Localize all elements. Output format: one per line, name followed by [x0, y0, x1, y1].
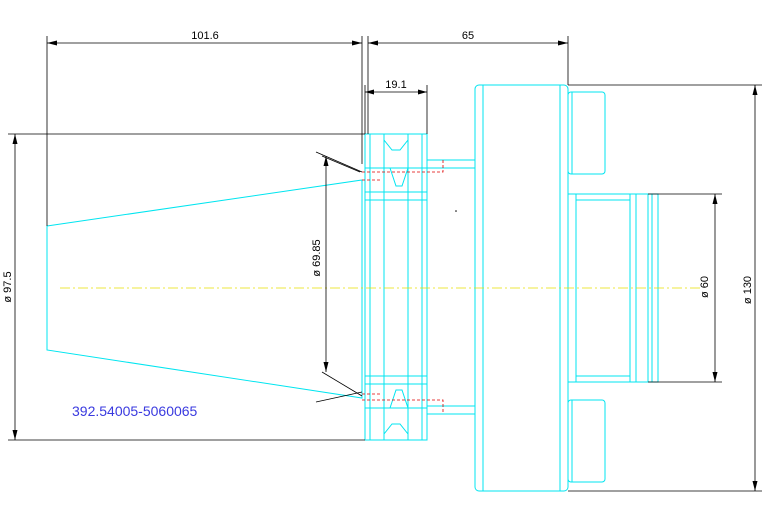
- dim-gauge-diameter: ø 69.85: [311, 151, 363, 403]
- dim-bore-diameter-text: ø 60: [699, 276, 711, 298]
- dim-bore-diameter: ø 60: [648, 193, 722, 383]
- dim-taper-diameter-text: ø 97.5: [2, 271, 14, 302]
- neck: [427, 159, 475, 415]
- top-boss: [567, 91, 606, 175]
- dim-taper-diameter: ø 97.5: [2, 133, 365, 441]
- dimensions: 101.6 65 19.1 ø 97.5: [2, 30, 762, 492]
- center-point-marker: [455, 210, 457, 212]
- dim-body-length: 65: [367, 30, 569, 134]
- hidden-lines: [362, 160, 444, 414]
- dim-taper-length-text: 101.6: [191, 30, 219, 42]
- dim-flange-width-text: 19.1: [385, 79, 406, 91]
- dim-flange-width: 19.1: [364, 79, 428, 134]
- bottom-boss: [567, 399, 606, 483]
- taper-shank: [46, 179, 363, 399]
- v-flange: [364, 133, 428, 441]
- dim-body-diameter: ø 130: [568, 84, 762, 492]
- dim-body-diameter-text: ø 130: [742, 276, 754, 304]
- dim-gauge-diameter-text: ø 69.85: [311, 239, 323, 276]
- part-number-label: 392.54005-5060065: [72, 403, 198, 419]
- dim-taper-length: 101.6: [46, 30, 363, 226]
- dim-body-length-text: 65: [462, 30, 474, 42]
